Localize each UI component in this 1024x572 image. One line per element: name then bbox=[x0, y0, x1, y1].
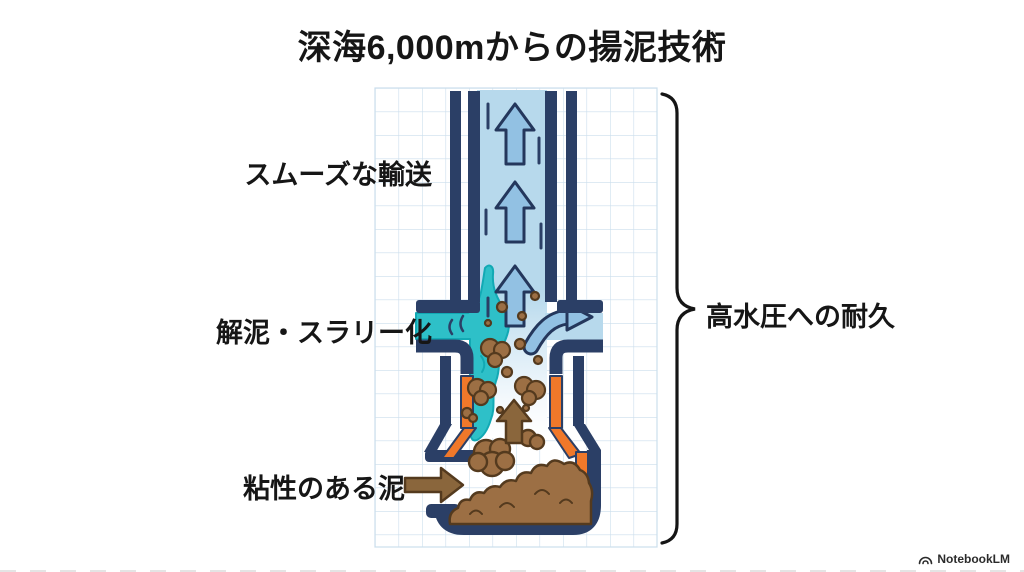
watermark: NotebookLM bbox=[918, 552, 1010, 566]
page-title: 深海6,000mからの揚泥技術 bbox=[297, 29, 727, 67]
label-slurry-conversion: 解泥・スラリー化 bbox=[216, 318, 432, 348]
mud-intake-arrow-icon bbox=[403, 466, 465, 504]
flow-speed-lines bbox=[484, 102, 543, 318]
injection-branch-top-wall bbox=[416, 300, 480, 313]
pressure-brace bbox=[660, 92, 696, 545]
label-smooth-transport: スムーズな輸送 bbox=[244, 160, 432, 190]
funnel-left-shoulder bbox=[424, 424, 452, 452]
label-viscous-mud: 粘性のある泥 bbox=[243, 474, 405, 504]
mud-pile bbox=[448, 459, 594, 526]
notebooklm-logo-icon bbox=[919, 556, 933, 564]
uplift-arrow-icon bbox=[495, 398, 533, 445]
funnel-right-shoulder bbox=[573, 424, 601, 450]
pipe-walls bbox=[416, 91, 603, 535]
watermark-text: NotebookLM bbox=[937, 552, 1010, 566]
label-pressure-endurance: 高水圧への耐久 bbox=[706, 302, 895, 332]
bottom-edge-artifact bbox=[0, 570, 1024, 572]
mud-particles bbox=[460, 290, 547, 424]
outflow-branch-top-wall bbox=[557, 300, 603, 313]
chamber-bottom-wall bbox=[434, 450, 601, 535]
